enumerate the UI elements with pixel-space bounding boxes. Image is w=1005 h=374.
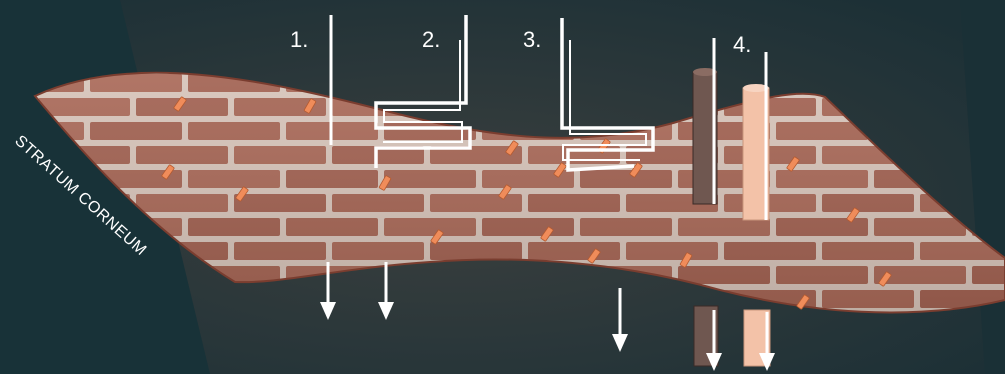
pathway-label-1: 1. [290,27,308,52]
pathway-label-2: 2. [422,27,440,52]
pathway-label-4: 4. [733,32,751,57]
pathway-label-3: 3. [523,27,541,52]
